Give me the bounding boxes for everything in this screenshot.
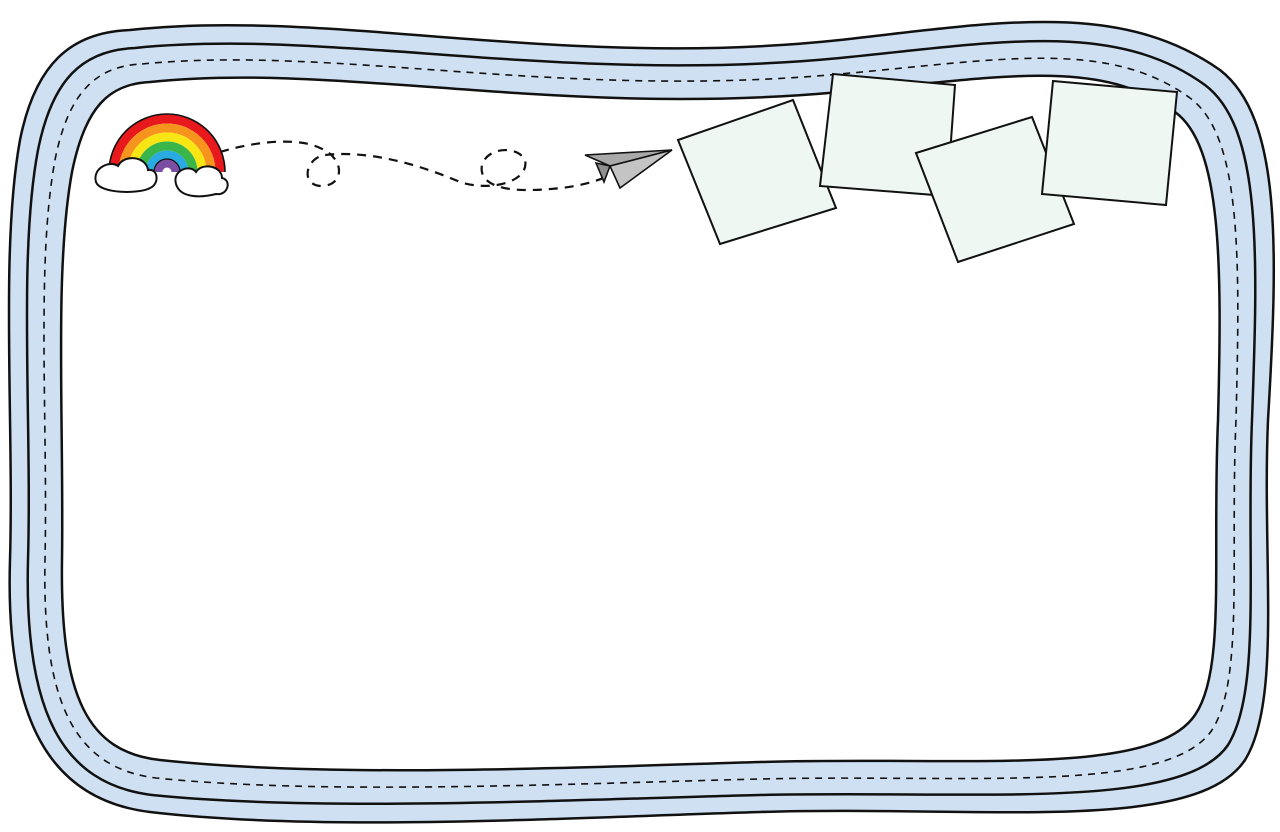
frame-stitch-line (43, 57, 1239, 788)
sticky-note (676, 98, 838, 246)
flight-path (219, 140, 611, 192)
frame-middle-line (25, 39, 1257, 806)
frame-outer-outline (7, 20, 1276, 824)
sticky-note (914, 115, 1076, 264)
sticky-notes-cluster (676, 72, 1179, 264)
cloud-icon (94, 157, 229, 198)
paper-plane-icon (584, 149, 673, 190)
sticky-note (1040, 79, 1179, 207)
